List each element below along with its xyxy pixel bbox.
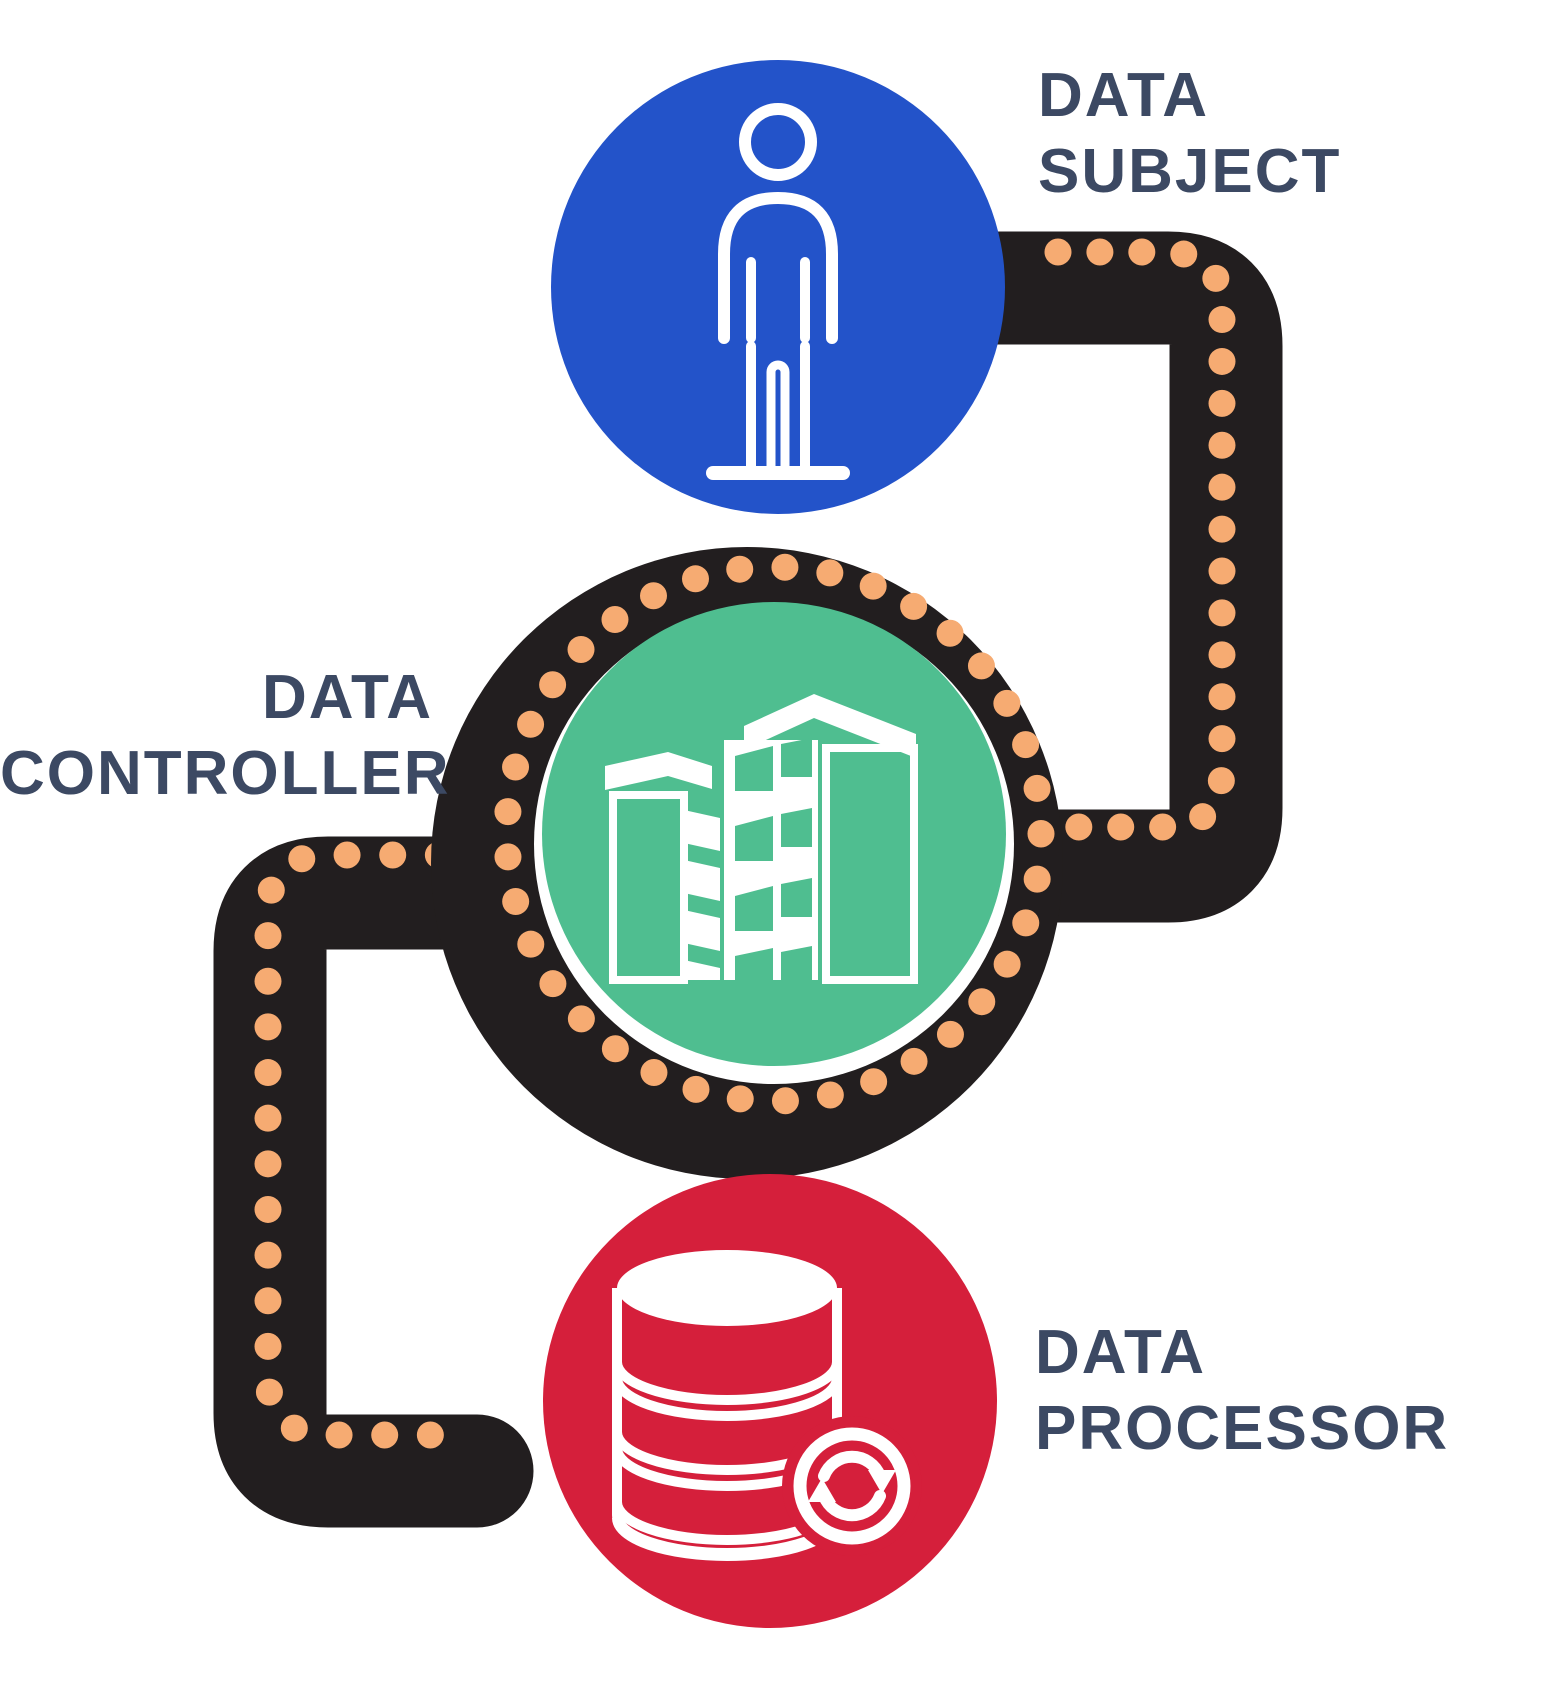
building-floors-strip [684,810,720,851]
node-data-subject [551,60,1005,514]
building-floors-strip [684,910,720,951]
person-shoulders-arms [718,191,838,344]
sync-arrowhead-top [868,1470,896,1494]
building-roof-chevron [744,694,916,758]
window [735,886,773,931]
label-line: DATA [1038,61,1209,130]
building-left [609,791,688,984]
label-data-controller: DATA CONTROLLER [0,660,451,812]
building-windows [735,738,812,980]
window [781,738,812,777]
connector-subject-controller-dots [981,238,1236,841]
window [781,878,812,917]
label-data-processor: DATA PROCESSOR [1035,1315,1449,1467]
database-top [617,1250,837,1326]
sync-icon [782,1416,922,1556]
person-base [706,466,850,480]
label-line: CONTROLLER [0,739,451,808]
window [735,816,773,861]
person-icon [706,103,850,480]
label-line: SUBJECT [1038,137,1342,206]
dotted-flow-line [254,841,498,1449]
building-floors-strip [684,960,720,980]
sync-arrow-top [818,1450,886,1482]
subject-circle [551,60,1005,514]
node-data-controller [431,547,1063,1179]
sync-arrow-bottom [818,1490,886,1522]
building-left-roof [605,752,712,790]
database-band-line [612,1377,842,1421]
label-line: DATA [262,663,433,732]
connector-controller-processor [213,836,552,1528]
building-floors-strip [684,860,720,901]
building-right [822,744,918,984]
connector-controller-processor-dots [254,841,498,1449]
window [735,746,773,791]
sync-ring [793,1427,911,1545]
label-data-subject: DATA SUBJECT [1038,58,1341,210]
dotted-flow-line [981,238,1236,841]
connector-road [213,836,552,1528]
database-sync-icon [612,1250,922,1561]
label-line: PROCESSOR [1035,1394,1450,1463]
label-line: DATA [1035,1318,1206,1387]
window [781,808,812,847]
window [735,948,773,980]
database-band-line [612,1361,842,1405]
window [781,946,812,980]
person-leg-gap [766,360,790,471]
controller-ring-dots [493,553,1055,1115]
sync-arrowhead-bottom [808,1478,836,1502]
node-data-processor [543,1174,997,1628]
person-head [739,103,817,181]
buildings-icon [605,694,918,984]
